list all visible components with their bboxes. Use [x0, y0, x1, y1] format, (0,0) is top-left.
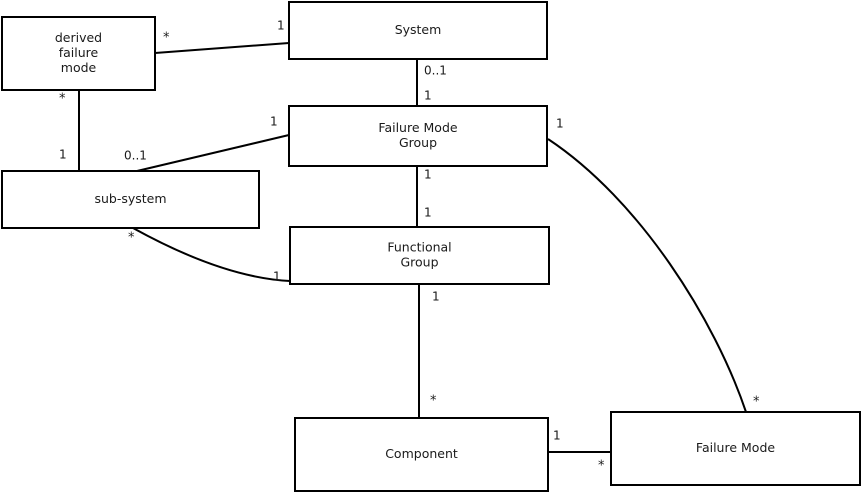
mult-fg-from-subsystem: 1 [273, 270, 281, 284]
class-box-label-functional-group: Group [400, 255, 438, 270]
mult-component-to-fm: 1 [553, 429, 561, 443]
mult-subsystem-up: 1 [59, 148, 67, 162]
class-box-rect-sub-system[interactable] [1, 170, 260, 229]
class-box-rect-failure-mode[interactable] [610, 411, 861, 486]
class-box-sub-system[interactable]: sub-system [1, 170, 260, 229]
link-sub-system-functional-group [132, 227, 291, 282]
mult-fmg-up: 1 [424, 89, 432, 103]
class-box-system[interactable]: System [288, 1, 548, 60]
multiplicity-labels-layer: * 1 0..1 1 * 1 0..1 1 1 1 1 * 1 1 * 1 * * [59, 19, 760, 474]
class-box-rect-failure-mode-group[interactable] [288, 105, 548, 167]
class-box-failure-mode[interactable]: Failure Mode [610, 411, 861, 486]
class-box-component[interactable]: Component [294, 417, 549, 492]
mult-fm-from-component: * [598, 459, 605, 474]
class-box-rect-component[interactable] [294, 417, 549, 492]
mult-derived-down: * [59, 92, 66, 107]
mult-subsystem-to-fg: * [128, 231, 135, 246]
mult-fmg-to-fm: 1 [556, 117, 564, 131]
class-box-label-failure-mode: Failure Mode [696, 440, 775, 455]
class-box-label-system: System [395, 22, 442, 37]
class-box-label-failure-mode-group: Failure Mode [378, 120, 457, 135]
link-failure-mode-group-failure-mode [547, 138, 747, 413]
mult-fm-from-fmg: * [753, 395, 760, 410]
mult-derived-to-system-near: * [163, 31, 170, 46]
class-box-label-derived-failure-mode: failure [59, 45, 99, 60]
class-box-rect-system[interactable] [288, 1, 548, 60]
class-box-label-derived-failure-mode: derived [55, 30, 102, 45]
class-box-label-sub-system: sub-system [94, 191, 166, 206]
class-box-label-failure-mode-group: Group [399, 135, 437, 150]
class-box-rect-functional-group[interactable] [289, 226, 550, 285]
class-box-label-derived-failure-mode: mode [61, 60, 97, 75]
mult-subsystem-to-fmg: 0..1 [124, 149, 147, 163]
mult-fg-down: 1 [432, 290, 440, 304]
links-layer [78, 42, 747, 453]
mult-system-from-derived: 1 [277, 19, 285, 33]
class-box-label-component: Component [385, 446, 458, 461]
class-box-rect-derived-failure-mode[interactable] [1, 16, 156, 91]
mult-fmg-down: 1 [424, 168, 432, 182]
link-derived-failure-mode-system [154, 42, 290, 54]
mult-fmg-from-subsystem: 1 [270, 115, 278, 129]
class-box-label-functional-group: Functional [387, 240, 451, 255]
link-sub-system-failure-mode-group [136, 134, 290, 172]
mult-fg-up: 1 [424, 206, 432, 220]
mult-system-down: 0..1 [424, 64, 447, 78]
mult-component-up: * [430, 394, 437, 409]
